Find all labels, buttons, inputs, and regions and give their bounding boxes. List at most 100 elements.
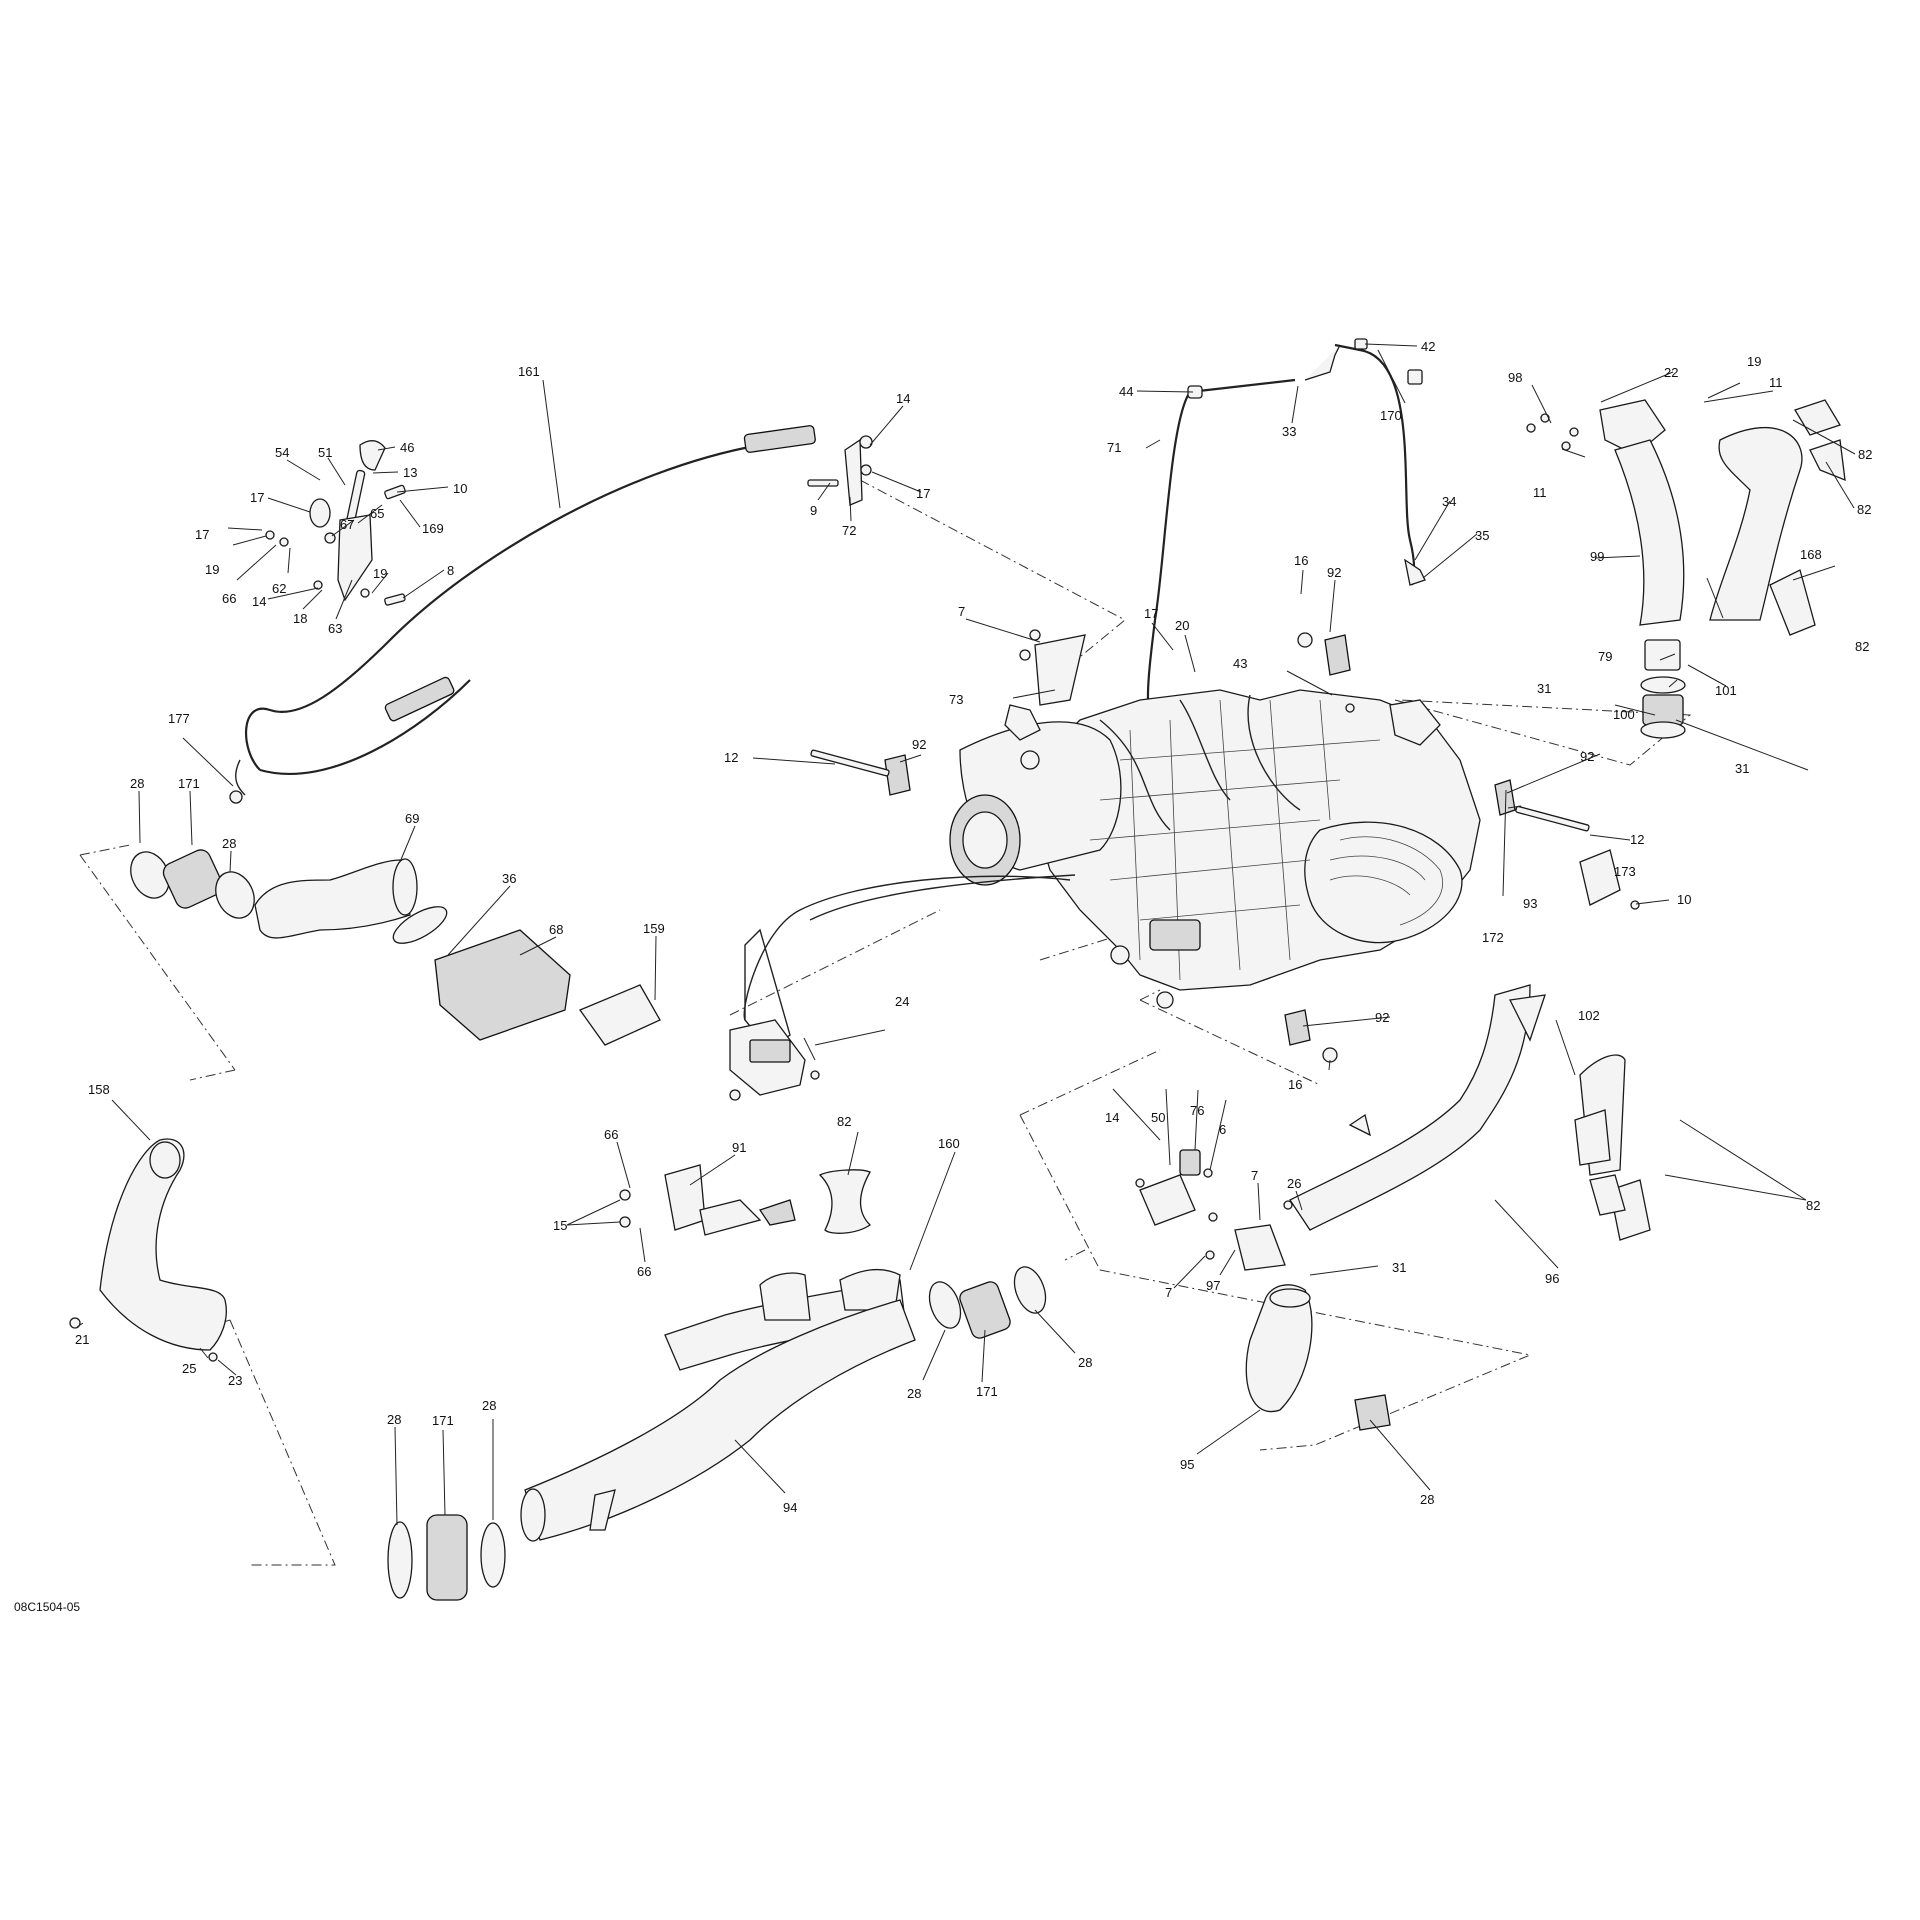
vent-hose — [1146, 338, 1426, 721]
exhaust-lower-group — [1245, 984, 1651, 1431]
leader-lines — [76, 343, 1856, 1526]
exhaust-upper-group — [1526, 399, 1846, 739]
callout: 28 — [222, 836, 236, 851]
callout: 100 — [1613, 707, 1635, 722]
callout: 92 — [1327, 565, 1341, 580]
callout: 161 — [518, 364, 540, 379]
callout: 63 — [328, 621, 342, 636]
callout: 171 — [976, 1384, 998, 1399]
callout: 51 — [318, 445, 332, 460]
callout: 12 — [1630, 832, 1644, 847]
callout: 13 — [403, 465, 417, 480]
callout: 9 — [810, 503, 817, 518]
callout: 17 — [1144, 606, 1158, 621]
callout: 16 — [1294, 553, 1308, 568]
callout: 50 — [1151, 1110, 1165, 1125]
callout: 16 — [1288, 1077, 1302, 1092]
callout: 66 — [637, 1264, 651, 1279]
callout: 91 — [732, 1140, 746, 1155]
callout: 43 — [1233, 656, 1247, 671]
callout: 28 — [1420, 1492, 1434, 1507]
callout: 79 — [1598, 649, 1612, 664]
callout: 72 — [842, 523, 856, 538]
callout: 11 — [1769, 375, 1783, 390]
callout: 69 — [405, 811, 419, 826]
callout: 17 — [250, 490, 264, 505]
callout: 159 — [643, 921, 665, 936]
callout: 36 — [502, 871, 516, 886]
callout: 31 — [1537, 681, 1551, 696]
callout: 160 — [938, 1136, 960, 1151]
callout: 12 — [724, 750, 738, 765]
throttle-cable — [229, 425, 816, 804]
callout: 28 — [907, 1386, 921, 1401]
callout: 73 — [949, 692, 963, 707]
callout: 170 — [1380, 408, 1402, 423]
callout: 95 — [1180, 1457, 1194, 1472]
throttle-cable-bracket — [807, 435, 873, 506]
callout: 98 — [1508, 370, 1522, 385]
engine-block — [949, 689, 1481, 1009]
callout: 14 — [896, 391, 910, 406]
engine-mounts — [810, 629, 1590, 1063]
callout: 82 — [1806, 1198, 1820, 1213]
callout: 66 — [222, 591, 236, 606]
callout: 28 — [130, 776, 144, 791]
assembly-dashed-lines — [79, 479, 1692, 1566]
heat-shield-82-left — [818, 1169, 872, 1234]
ecm-module — [729, 1019, 820, 1101]
callout: 92 — [912, 737, 926, 752]
callout: 31 — [1735, 761, 1749, 776]
callout: 68 — [549, 922, 563, 937]
callout: 25 — [182, 1361, 196, 1376]
callout: 14 — [252, 594, 266, 609]
callout: 10 — [1677, 892, 1691, 907]
callout: 33 — [1282, 424, 1296, 439]
callout: 102 — [1578, 1008, 1600, 1023]
callout: 22 — [1664, 365, 1678, 380]
callout: 35 — [1475, 528, 1489, 543]
callout: 17 — [195, 527, 209, 542]
callout: 62 — [272, 581, 286, 596]
callout: 172 — [1482, 930, 1504, 945]
callout: 54 — [275, 445, 289, 460]
callout: 169 — [422, 521, 444, 536]
callout: 18 — [293, 611, 307, 626]
callout: 10 — [453, 481, 467, 496]
callout: 66 — [604, 1127, 618, 1142]
callout: 20 — [1175, 618, 1189, 633]
callout: 92 — [1580, 749, 1594, 764]
callout: 14 — [1105, 1110, 1119, 1125]
callout: 24 — [895, 994, 909, 1009]
callout: 28 — [387, 1412, 401, 1427]
callout: 19 — [205, 562, 219, 577]
callout: 44 — [1119, 384, 1133, 399]
callout: 168 — [1800, 547, 1822, 562]
callout: 6 — [1219, 1122, 1226, 1137]
callout: 19 — [373, 566, 387, 581]
exhaust-elbow-158 — [69, 1138, 227, 1362]
wiring-harness — [743, 874, 1076, 1051]
exhaust-bracket-assembly — [1135, 1149, 1293, 1271]
bracket-91 — [619, 1164, 796, 1236]
callout: 31 — [1392, 1260, 1406, 1275]
callout: 21 — [75, 1332, 89, 1347]
callout: 76 — [1190, 1103, 1204, 1118]
muffler-and-pipes — [387, 1266, 1047, 1601]
callout: 28 — [482, 1398, 496, 1413]
callout: 26 — [1287, 1176, 1301, 1191]
callout: 158 — [88, 1082, 110, 1097]
callout: 19 — [1747, 354, 1761, 369]
callout: 82 — [1858, 447, 1872, 462]
callout: 65 — [370, 506, 384, 521]
callout: 93 — [1523, 896, 1537, 911]
callout: 11 — [1533, 485, 1547, 500]
callout: 34 — [1442, 494, 1456, 509]
callout: 96 — [1545, 1271, 1559, 1286]
air-intake-group — [130, 849, 661, 1046]
callout: 171 — [432, 1413, 454, 1428]
callout: 67 — [340, 517, 354, 532]
callout: 94 — [783, 1500, 797, 1515]
callout: 17 — [916, 486, 930, 501]
